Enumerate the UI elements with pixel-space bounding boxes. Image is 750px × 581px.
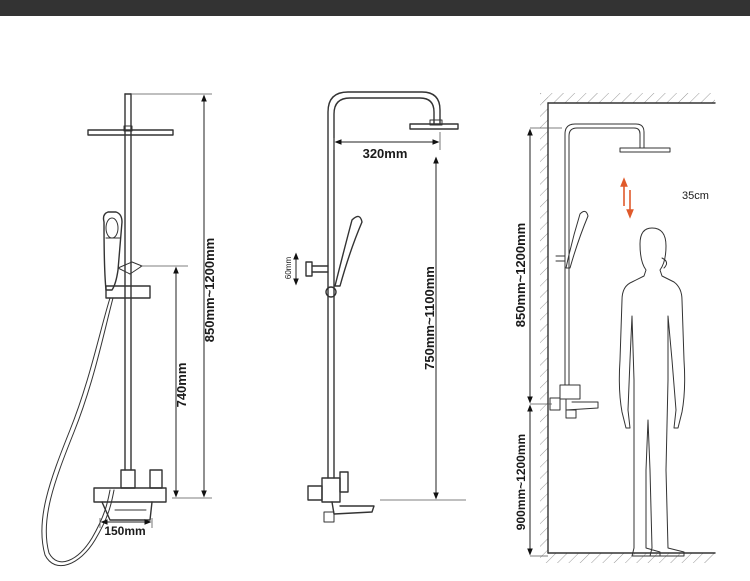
upper-height-label: 850mm~1200mm <box>513 223 528 327</box>
hand-shower-side <box>325 215 363 298</box>
mixer-height-label: 740mm <box>174 363 189 408</box>
human-figure <box>618 227 686 557</box>
shower-rod <box>120 93 136 489</box>
total-height-label: 850mm~1200mm <box>202 238 217 342</box>
head-clearance-arrows <box>620 177 634 219</box>
lower-height-label: 900mm~1200mm <box>514 434 528 530</box>
left-view: 850mm~1200mm 740mm 150mm <box>41 93 217 567</box>
arm-length-label: 320mm <box>363 146 408 161</box>
clearance-label: 35cm <box>682 190 709 202</box>
middle-view: 60mm 320mm 750mm~1100mm <box>284 91 466 523</box>
top-banner-bar <box>0 0 750 16</box>
overhead-arm <box>327 91 459 479</box>
right-view: 35cm 850mm~1200mm 900mm~1200mm <box>513 93 716 563</box>
room-walls <box>540 93 716 563</box>
shower-hose <box>41 297 115 567</box>
holder-offset-label: 60mm <box>284 257 293 280</box>
mixer-valve <box>93 469 167 521</box>
hand-shower <box>102 211 151 299</box>
wall-holder: 60mm <box>284 252 329 286</box>
rod-height-label: 750mm~1100mm <box>422 266 437 370</box>
mixer-valve-side <box>307 471 375 523</box>
mixer-width-label: 150mm <box>104 524 145 538</box>
installed-shower-set <box>549 123 671 419</box>
